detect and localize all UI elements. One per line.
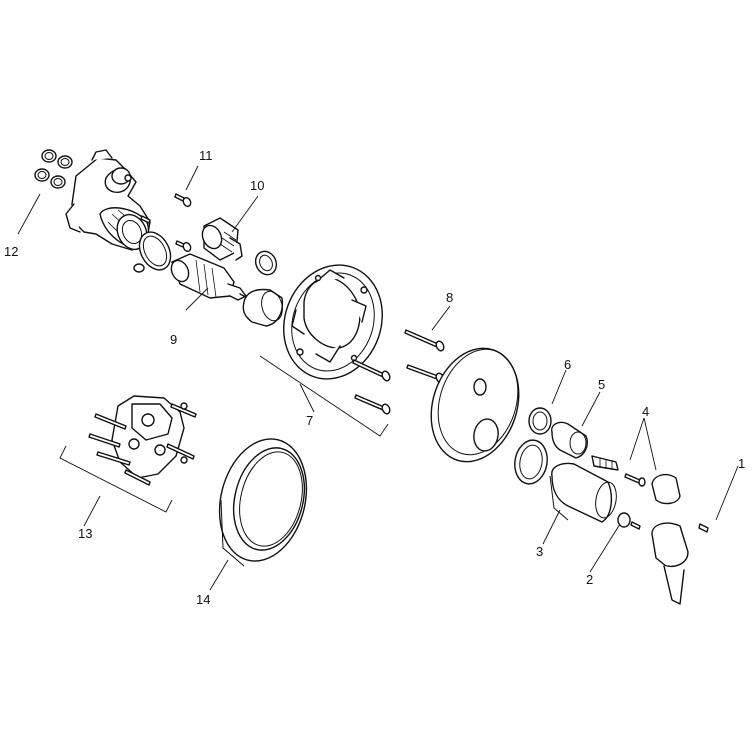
callout-3: 3 xyxy=(536,544,543,559)
part-9-thermostatic-cartridge xyxy=(170,253,249,301)
valve-body xyxy=(65,149,151,251)
trim-plate xyxy=(430,347,520,463)
callout-4: 4 xyxy=(642,404,649,419)
callout-8: 8 xyxy=(446,290,453,305)
body-o-ring xyxy=(133,231,172,273)
part-2-insert xyxy=(617,512,641,530)
callout-11: 11 xyxy=(199,148,213,163)
sleeve xyxy=(242,288,284,327)
part-14-tile-ring xyxy=(218,438,308,567)
callout-7: 7 xyxy=(306,413,313,428)
callout-leaders xyxy=(17,165,739,591)
part-1-grub-screw xyxy=(698,523,709,533)
callout-9: 9 xyxy=(170,332,177,347)
callout-labels: 1 2 3 4 5 6 7 8 9 10 11 12 13 14 xyxy=(4,148,745,607)
callout-12: 12 xyxy=(4,244,18,259)
callout-5: 5 xyxy=(598,377,605,392)
lever-cap xyxy=(651,473,681,505)
callout-14: 14 xyxy=(196,592,210,607)
part-12-o-rings xyxy=(34,149,73,189)
callout-10: 10 xyxy=(250,178,264,193)
part-6-o-ring xyxy=(528,407,552,435)
callout-2: 2 xyxy=(586,572,593,587)
callout-6: 6 xyxy=(564,357,571,372)
callout-1: 1 xyxy=(738,456,745,471)
handle-lever xyxy=(651,522,689,605)
part-8-long-screws xyxy=(352,329,445,415)
part-10-cartridge xyxy=(201,217,243,261)
part-3-handle-sleeve xyxy=(549,462,617,523)
callout-13: 13 xyxy=(78,526,92,541)
adapter-ring xyxy=(254,250,278,276)
part-7-mounting-plate xyxy=(283,264,383,380)
part-5-sleeve xyxy=(551,421,588,459)
part-11-screws xyxy=(140,193,192,253)
part-4-spindle xyxy=(591,455,646,487)
part-13-installation-block xyxy=(88,395,197,486)
trim-ring xyxy=(514,439,548,485)
